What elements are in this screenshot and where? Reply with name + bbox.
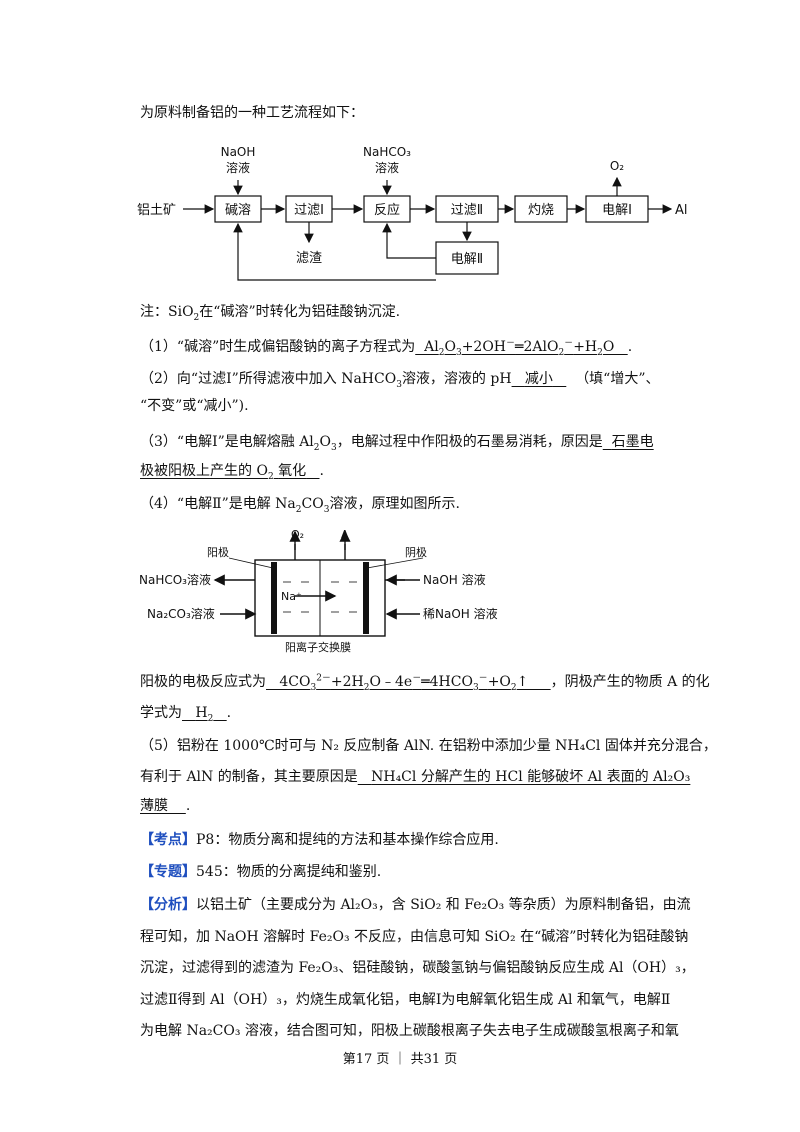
question-3: （3）“电解Ⅰ”是电解熔融 Al2O3，电解过程中作阳极的石墨易消耗，原因是 石… — [140, 434, 654, 453]
cell-left-bottom-label: Na₂CO₃溶液 — [147, 606, 215, 621]
flow-box-react-label: 反应 — [374, 202, 400, 218]
cell-right-top-label: NaOH 溶液 — [423, 572, 486, 587]
cathode-rod — [363, 562, 369, 634]
question-5: （5）铝粉在 1000℃时可与 N₂ 反应制备 AlN. 在铝粉中添加少量 NH… — [140, 738, 717, 754]
anode-rod — [271, 562, 277, 634]
question-2-line2: “不变”或“减小”). — [140, 398, 249, 414]
zhuanti-line: 【专题】545：物质的分离提纯和鉴别. — [140, 864, 382, 880]
answer-3: 石墨电 — [611, 434, 654, 450]
cell-a-label: A — [341, 528, 349, 541]
flow-residue-label: 滤渣 — [296, 251, 322, 266]
process-flow-diagram: NaOH 溶液 NaHCO₃ 溶液 O₂ 铝土矿 碱溶 过滤Ⅰ 反应 过滤Ⅱ 灼… — [137, 145, 688, 281]
question-1: （1）“碱溶”时生成偏铝酸钠的离子方程式为 Al2O3+2OH－═2AlO2－+… — [140, 338, 633, 358]
answer-4-anode: 4CO32－+2H2O﹣4e－═4HCO3－+O2↑ — [266, 673, 551, 693]
flow-box-burn-label: 灼烧 — [528, 203, 554, 218]
flow-box-elec2-label: 电解Ⅱ — [451, 252, 483, 267]
cell-ion-label: Na⁺ — [281, 590, 302, 603]
flow-naoh-label: NaOH — [221, 145, 256, 159]
cell-right-bottom-label: 稀NaOH 溶液 — [423, 606, 498, 621]
question-2: （2）向“过滤Ⅰ”所得滤液中加入 NaHCO3溶液，溶液的 pH 减小 （填“增… — [140, 371, 660, 390]
cell-membrane-label: 阳离子交换膜 — [285, 640, 351, 654]
cell-anode-label: 阳极 — [207, 545, 229, 559]
flow-ore-label: 铝土矿 — [137, 203, 176, 218]
cell-cathode-label: 阴极 — [405, 545, 427, 559]
electrolysis-cell-diagram: O₂ A 阳极 阴极 NaHCO₃溶液 Na₂CO₃溶液 NaOH 溶液 稀Na… — [139, 528, 498, 654]
question-4-anode: 阳极的电极反应式为 4CO32－+2H2O﹣4e－═4HCO3－+O2↑ ，阴极… — [140, 673, 710, 693]
kaodian-line: 【考点】P8：物质分离和提纯的方法和基本操作综合应用. — [140, 832, 499, 848]
answer-4-cathode: H2 — [195, 705, 214, 724]
answer-1: Al2O3+2OH－═2AlO2－+H2O — [415, 338, 628, 358]
question-5-line3: 薄膜 . — [140, 798, 191, 814]
fenxi-line-3: 沉淀，过滤得到的滤渣为 Fe₂O₃、铝硅酸钠，碳酸氢钠与偏铝酸钠反应生成 Al（… — [140, 960, 695, 976]
intro-text: 为原料制备铝的一种工艺流程如下： — [140, 105, 364, 121]
page-footer: 第17 页 ｜ 共31 页 — [342, 1052, 458, 1067]
flow-nahco3-solution-label: 溶液 — [375, 160, 399, 175]
question-4-cathode: 学式为 H2 . — [140, 705, 232, 724]
flow-box-filter2-label: 过滤Ⅱ — [451, 203, 483, 218]
fenxi-line-1: 【分析】以铝土矿（主要成分为 Al₂O₃，含 SiO₂ 和 Fe₂O₃ 等杂质）… — [140, 897, 691, 913]
answer-2: 减小 — [524, 371, 553, 387]
flow-box-dissolve-label: 碱溶 — [225, 203, 251, 218]
question-5-line2: 有利于 AlN 的制备，其主要原因是 NH₄Cl 分解产生的 HCl 能够破坏 … — [140, 769, 691, 785]
flow-box-elec1-label: 电解Ⅰ — [602, 203, 632, 218]
note-text: 注：SiO2在“碱溶”时转化为铝硅酸钠沉淀. — [140, 304, 401, 323]
answer-5: NH₄Cl 分解产生的 HCl 能够破坏 Al 表面的 Al₂O₃ — [371, 769, 691, 785]
flow-naoh-solution-label: 溶液 — [226, 160, 250, 175]
flow-product-label: Al — [675, 203, 688, 218]
fenxi-line-5: 为电解 Na₂CO₃ 溶液，结合图可知，阳极上碳酸根离子失去电子生成碳酸氢根离子… — [140, 1023, 679, 1039]
question-3-line2: 极被阳极上产生的 O2 氧化 . — [140, 463, 324, 482]
flow-o2-label: O₂ — [610, 159, 624, 173]
question-4: （4）“电解Ⅱ”是电解 Na2CO3溶液，原理如图所示. — [140, 496, 460, 515]
cell-left-top-label: NaHCO₃溶液 — [139, 572, 211, 587]
fenxi-line-2: 程可知，加 NaOH 溶解时 Fe₂O₃ 不反应，由信息可知 SiO₂ 在“碱溶… — [140, 929, 689, 945]
flow-nahco3-label: NaHCO₃ — [363, 145, 411, 159]
cell-o2-label: O₂ — [291, 528, 304, 541]
fenxi-line-4: 过滤Ⅱ得到 Al（OH）₃，灼烧生成氧化铝，电解Ⅰ为电解氧化铝生成 Al 和氧气… — [140, 992, 671, 1008]
flow-box-filter1-label: 过滤Ⅰ — [294, 203, 324, 218]
